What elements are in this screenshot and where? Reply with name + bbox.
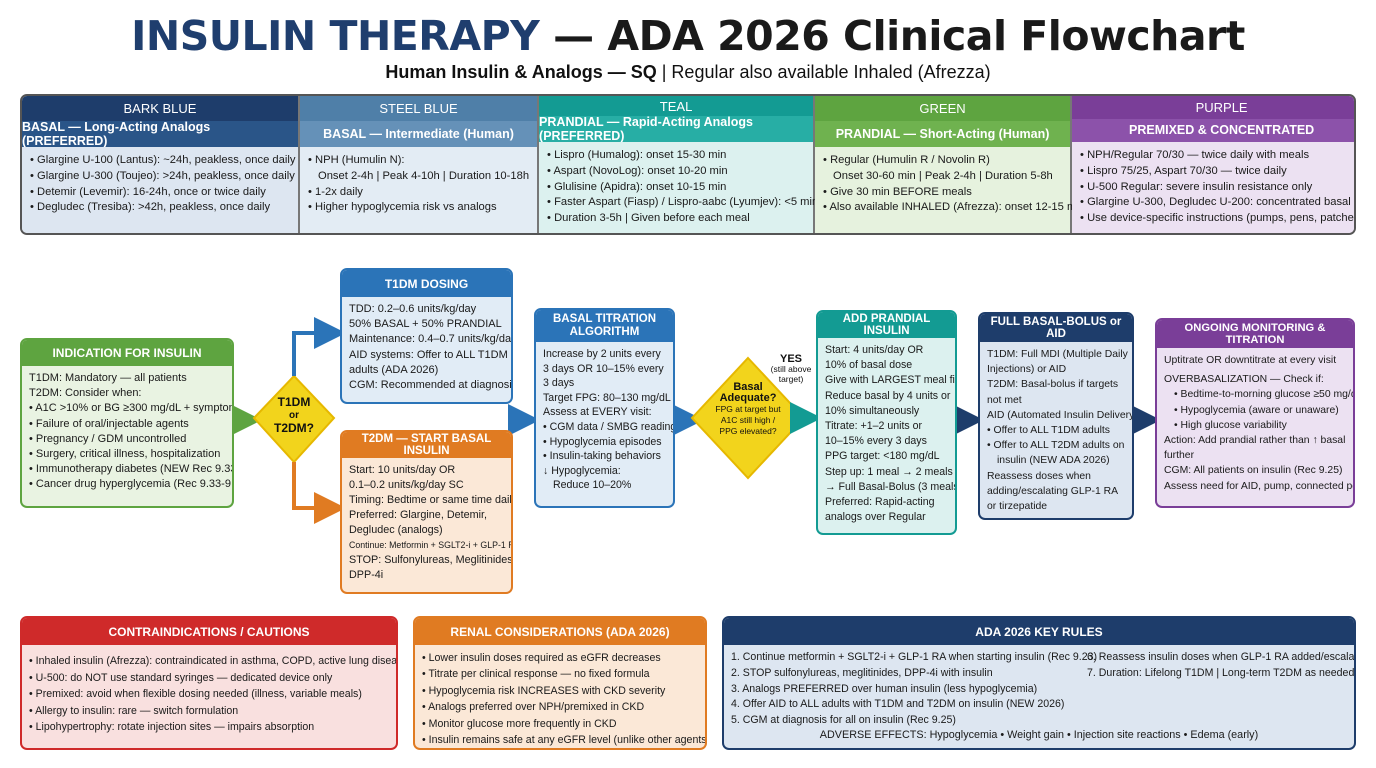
column-body: • Glargine U-100 (Lantus): ~24h, peakles… (22, 147, 298, 233)
monitoring-title: ONGOING MONITORING & TITRATION (1157, 320, 1353, 348)
column-subheader: PRANDIAL — Rapid-Acting Analogs (PREFERR… (539, 115, 814, 143)
column-subheader: PRANDIAL — Short-Acting (Human) (815, 121, 1071, 147)
key-rules-box: ADA 2026 KEY RULES 1. Continue metformin… (722, 616, 1356, 750)
column-line: • 1-2x daily (308, 185, 363, 198)
contraindications-title: CONTRAINDICATIONS / CAUTIONS (22, 618, 396, 645)
renal-title: RENAL CONSIDERATIONS (ADA 2026) (415, 618, 705, 645)
column-line: • Give 30 min BEFORE meals (823, 185, 972, 198)
t2dm-start-title: T2DM — START BASAL INSULIN (342, 432, 511, 458)
column-subheader: BASAL — Long-Acting Analogs (PREFERRED) (22, 120, 298, 148)
key-rules-title: ADA 2026 KEY RULES (724, 618, 1354, 645)
column-line: • Faster Aspart (Fiasp) / Lispro-aabc (L… (547, 196, 819, 209)
column-green: GREEN PRANDIAL — Short-Acting (Human) • … (815, 96, 1086, 233)
page-subtitle: Human Insulin & Analogs — SQ | Regular a… (385, 62, 991, 82)
t2dm-start-box: T2DM — START BASAL INSULIN Start: 10 uni… (340, 430, 513, 594)
column-bark-blue: BARK BLUE BASAL — Long-Acting Analogs (P… (22, 96, 300, 233)
column-body: • Regular (Humulin R / Novolin R) Onset … (815, 147, 1086, 233)
arrow-to-t2dm (292, 462, 346, 524)
column-line: • U-500 Regular: severe insulin resistan… (1080, 180, 1313, 193)
column-line: • NPH (Humulin N): (308, 154, 405, 166)
t1dm-dosing-title: T1DM DOSING (342, 270, 511, 297)
column-header: PURPLE (1072, 96, 1354, 119)
column-header: STEEL BLUE (300, 96, 538, 121)
column-line: • Glulisine (Apidra): onset 10-15 min (547, 180, 727, 193)
contraindications-box: CONTRAINDICATIONS / CAUTIONS • Inhaled i… (20, 616, 398, 750)
add-prandial-box: ADD PRANDIAL INSULIN Start: 4 units/day … (816, 310, 957, 535)
arrow-to-t1dm (292, 317, 346, 376)
contraindications-body: • Inhaled insulin (Afrezza): contraindic… (29, 655, 398, 733)
column-line: • Also available INHALED (Afrezza): onse… (823, 201, 1086, 214)
adverse-effects-footer: ADVERSE EFFECTS: Hypoglycemia • Weight g… (819, 729, 1259, 741)
column-line: • Glargine U-300, Degludec U-200: concen… (1080, 196, 1351, 209)
column-line: • NPH/Regular 70/30 — twice daily with m… (1080, 149, 1310, 162)
column-line: • Duration 3-5h | Given before each meal (547, 212, 750, 225)
column-body: • Lispro (Humalog): onset 15-30 min • As… (539, 142, 819, 233)
column-line: • Glargine U-100 (Lantus): ~24h, peakles… (30, 154, 296, 166)
column-line: • Regular (Humulin R / Novolin R) (823, 154, 990, 166)
column-teal: TEAL PRANDIAL — Rapid-Acting Analogs (PR… (539, 96, 819, 233)
page-title: INSULIN THERAPY — ADA 2026 Clinical Flow… (131, 12, 1245, 60)
monitoring-box: ONGOING MONITORING & TITRATION Uptitrate… (1155, 318, 1355, 508)
add-prandial-title: ADD PRANDIAL INSULIN (818, 312, 955, 338)
basal-bolus-box: FULL BASAL-BOLUS or AID T1DM: Full MDI (… (978, 312, 1134, 520)
renal-body: • Lower insulin doses required as eGFR d… (422, 652, 707, 747)
key-rules-left: 1. Continue metformin + SGLT2-i + GLP-1 … (731, 651, 1098, 727)
indication-box: INDICATION FOR INSULIN T1DM: Mandatory —… (20, 338, 234, 508)
column-line: • Detemir (Levemir): 16-24h, once or twi… (30, 185, 266, 198)
column-purple: PURPLE PREMIXED & CONCENTRATED • NPH/Reg… (1072, 96, 1356, 233)
column-line: • Use device-specific instructions (pump… (1080, 212, 1356, 225)
column-header: BARK BLUE (22, 96, 298, 121)
column-subheader: BASAL — Intermediate (Human) (300, 121, 538, 147)
key-rules-body: 1. Continue metformin + SGLT2-i + GLP-1 … (724, 645, 1354, 734)
column-line: • Degludec (Tresiba): >42h, peakless, on… (30, 201, 271, 214)
basal-bolus-title: FULL BASAL-BOLUS or AID (980, 314, 1132, 342)
column-steel-blue: STEEL BLUE BASAL — Intermediate (Human) … (300, 96, 540, 233)
indication-title: INDICATION FOR INSULIN (22, 340, 232, 366)
insulin-types-table: BARK BLUE BASAL — Long-Acting Analogs (P… (20, 94, 1356, 235)
column-body: • NPH (Humulin N): Onset 2-4h | Peak 4-1… (300, 147, 538, 233)
column-header: GREEN (815, 96, 1071, 121)
key-rules-right: 6. Reassess insulin doses when GLP-1 RA … (1087, 651, 1356, 679)
column-line: • Glargine U-300 (Toujeo): >24h, peakles… (30, 169, 295, 182)
yes-label: YES (still above target) (770, 353, 812, 385)
renal-box: RENAL CONSIDERATIONS (ADA 2026) • Lower … (413, 616, 707, 750)
column-line: • Aspart (NovoLog): onset 10-20 min (547, 164, 728, 177)
column-line: • Lispro 75/25, Aspart 70/30 — twice dai… (1080, 164, 1287, 177)
column-body: • NPH/Regular 70/30 — twice daily with m… (1072, 142, 1356, 233)
column-line: • Lispro (Humalog): onset 15-30 min (547, 149, 727, 162)
column-header: TEAL (539, 96, 814, 117)
column-line: Onset 30-60 min | Peak 2-4h | Duration 5… (833, 169, 1053, 182)
column-subheader: PREMIXED & CONCENTRATED (1072, 118, 1354, 143)
column-line: Onset 2-4h | Peak 4-10h | Duration 10-18… (318, 169, 530, 182)
column-line: • Higher hypoglycemia risk vs analogs (308, 201, 497, 214)
monitoring-body: Uptitrate OR downtitrate at every visit … (1164, 355, 1355, 492)
